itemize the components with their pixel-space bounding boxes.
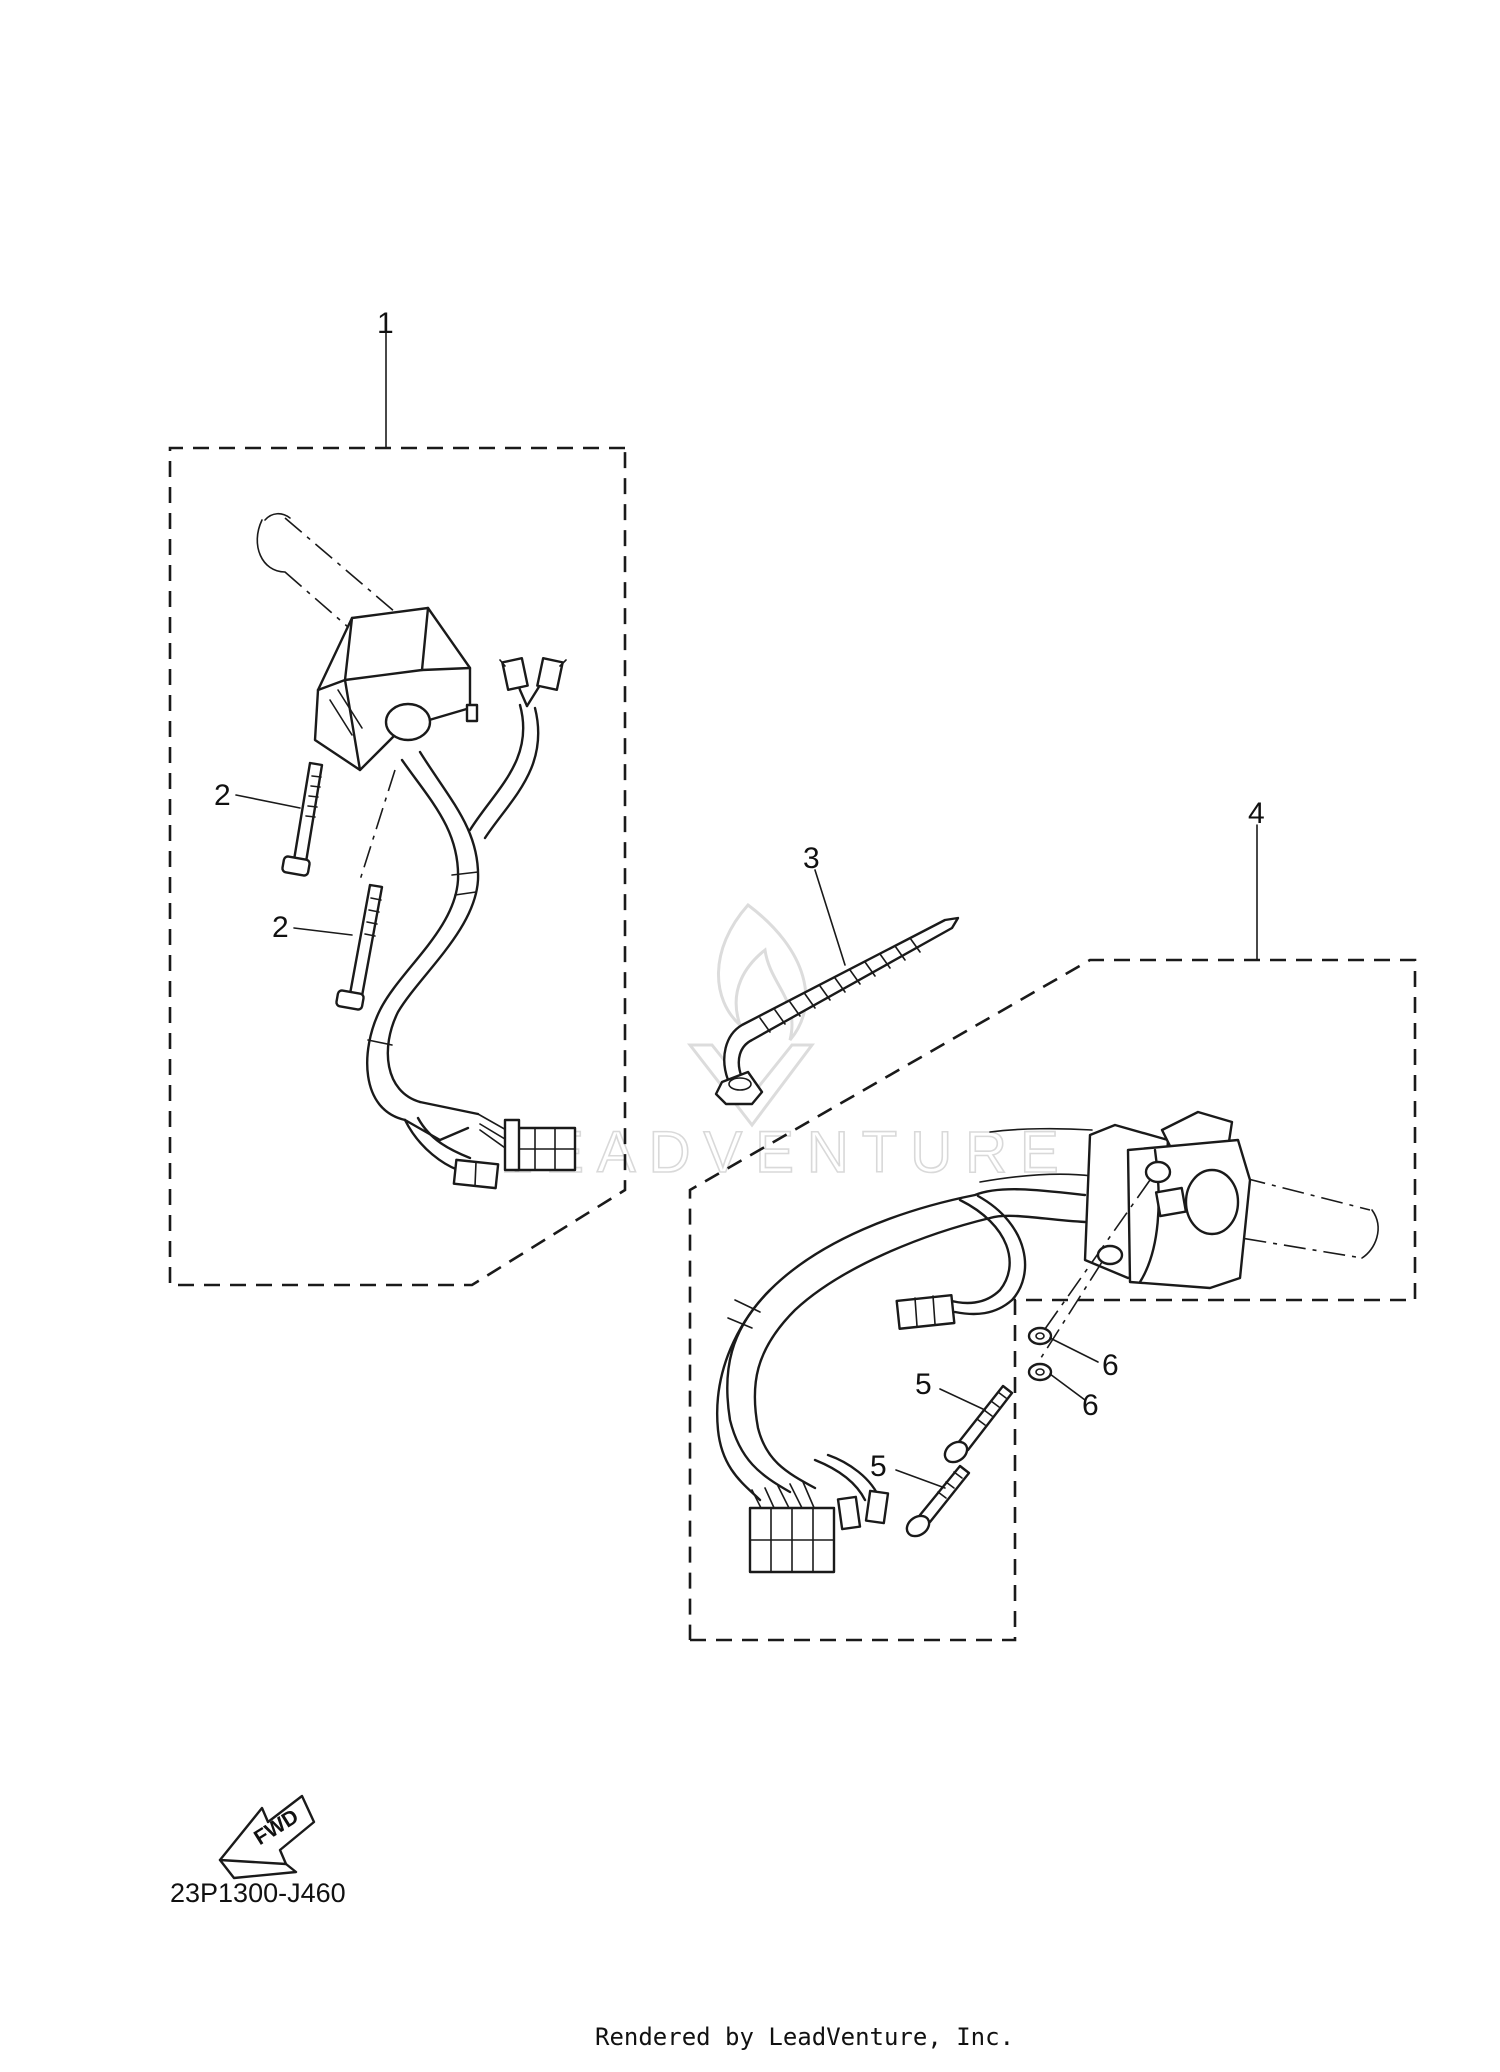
right-handlebar-phantom <box>979 1127 1379 1259</box>
right-handlebar-switch-assembly <box>688 824 1417 1642</box>
leader-2-lower <box>293 927 353 936</box>
forward-direction-badge: FWD <box>218 1794 316 1880</box>
callout-3: 3 <box>803 842 820 875</box>
right-wire-harness <box>716 1188 1087 1502</box>
washer-upper <box>1027 1326 1053 1346</box>
left-upper-wire-branch <box>468 657 567 840</box>
callout-2-lower: 2 <box>272 911 289 944</box>
screw-axis-lower <box>1031 1261 1103 1373</box>
callout-6-lower: 6 <box>1082 1389 1099 1422</box>
render-credit: Rendered by LeadVenture, Inc. <box>595 2023 1014 2051</box>
callout-4: 4 <box>1248 797 1265 830</box>
screw-axis-phantom <box>359 769 396 881</box>
right-small-connector <box>895 1293 956 1330</box>
callout-6-upper: 6 <box>1102 1349 1119 1382</box>
washer-lower <box>1027 1362 1053 1382</box>
leader-6-lower <box>1049 1373 1086 1401</box>
screw-right-lower <box>905 1464 971 1538</box>
left-multi-pin-connector <box>477 1113 577 1172</box>
leader-5-upper <box>939 1388 986 1411</box>
callout-2-upper: 2 <box>214 779 231 812</box>
right-spade-connectors <box>836 1489 890 1531</box>
watermark-text: LEADVENTURE <box>500 1120 1072 1185</box>
left-main-wire-harness <box>366 750 480 1172</box>
callout-5-upper: 5 <box>915 1368 932 1401</box>
callout-1: 1 <box>377 307 394 340</box>
forward-arrow-icon <box>218 1794 316 1866</box>
leader-6-upper <box>1049 1337 1099 1363</box>
leader-3 <box>814 869 846 966</box>
assembly-4-dashed-outline <box>688 958 1417 1642</box>
left-handlebar-switch-assembly <box>168 329 627 1287</box>
watermark-flame-logo <box>686 902 815 1128</box>
cable-tie <box>714 869 960 1106</box>
watermark: LEADVENTURE <box>499 902 1072 1186</box>
left-two-pin-connector <box>452 1158 500 1190</box>
right-switch-housing <box>1083 1110 1252 1290</box>
callout-5-lower: 5 <box>870 1450 887 1483</box>
assembly-1-dashed-outline <box>168 446 627 1287</box>
screw-axis-upper <box>1039 1179 1151 1337</box>
left-switch-housing <box>313 606 479 772</box>
diagram-code: 23P1300-J460 <box>170 1878 346 1908</box>
screw-lower <box>335 883 384 1011</box>
right-multi-pin-connector <box>748 1481 836 1574</box>
screw-right-upper <box>943 1384 1014 1464</box>
leader-2-upper <box>235 794 301 809</box>
leader-5-lower <box>895 1469 946 1489</box>
screw-upper <box>281 761 324 877</box>
